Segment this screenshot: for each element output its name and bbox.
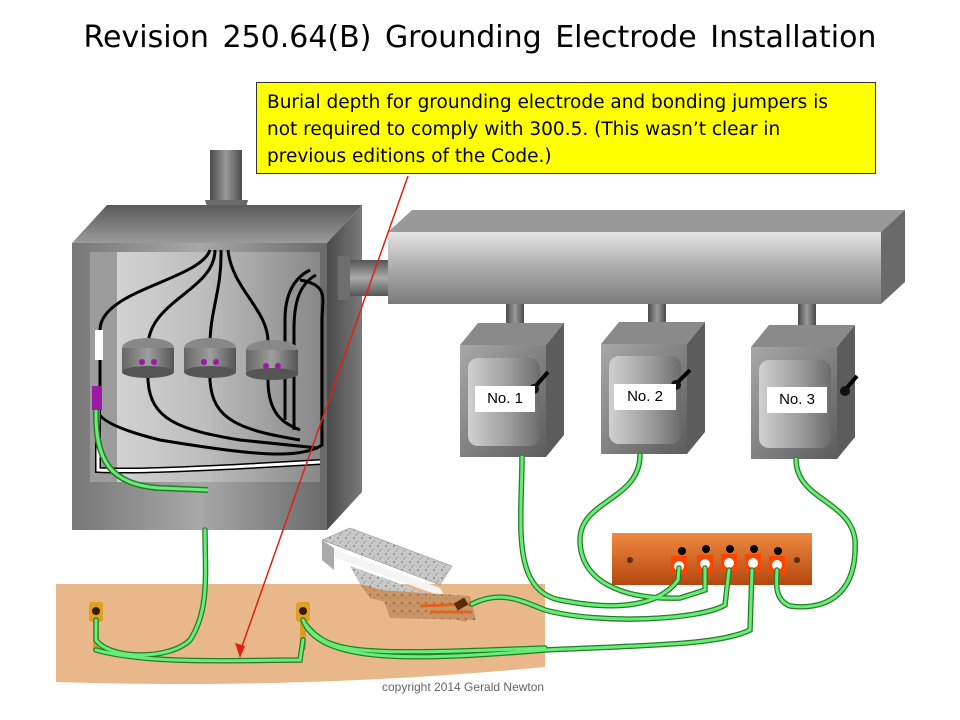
wireway	[388, 210, 905, 304]
callout-line: previous editions of the Code.)	[267, 146, 552, 167]
panelboard	[72, 150, 390, 530]
slide-title: Revision 250.64(B) Grounding Electrode I…	[83, 20, 877, 55]
callout-box: Burial depth for grounding electrode and…	[256, 82, 876, 174]
disconnect-label-1: No. 1	[475, 386, 535, 412]
concrete-encased-electrode	[321, 527, 476, 622]
callout-line: Burial depth for grounding electrode and…	[267, 92, 828, 113]
ground-bus-bar	[612, 533, 812, 585]
callout-arrow	[235, 175, 409, 658]
current-transformer	[184, 338, 236, 378]
current-transformer	[122, 338, 174, 378]
panel-side	[327, 205, 362, 530]
copyright-notice: copyright 2014 Gerald Newton	[382, 680, 545, 694]
top-conduit	[210, 150, 242, 200]
disconnect-label-3: No. 3	[767, 387, 827, 413]
disconnect-label-2: No. 2	[614, 384, 676, 410]
wire-marker	[92, 386, 102, 410]
current-transformer	[246, 340, 298, 380]
panel-top	[72, 205, 362, 243]
callout-line: not required to comply with 300.5. (This…	[267, 119, 781, 140]
